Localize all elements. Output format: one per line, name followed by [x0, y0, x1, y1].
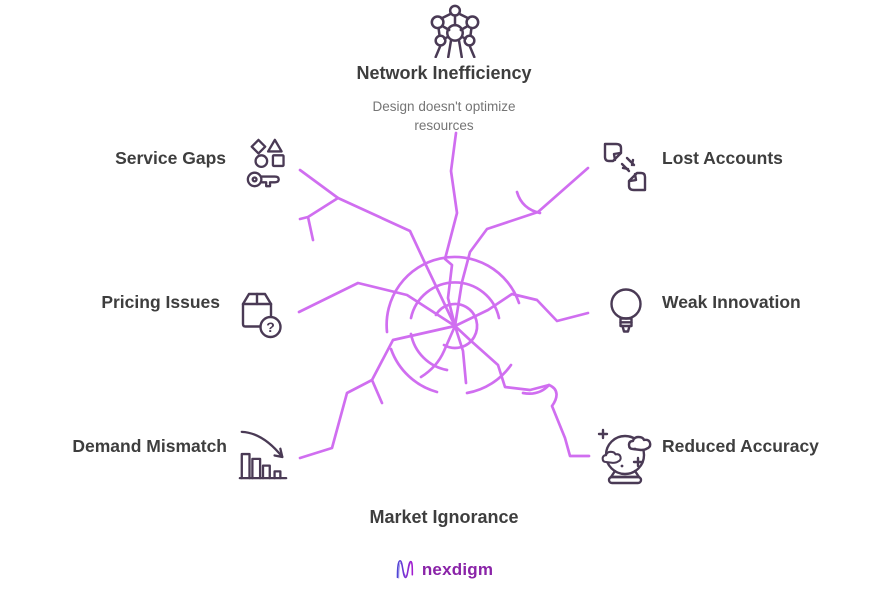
web-spoke-upper-right-barb	[515, 190, 542, 215]
web-spoke-upper-left	[298, 168, 457, 328]
web-spoke-lower-right	[453, 324, 591, 458]
node-label-pricing-issues: Pricing Issues	[101, 292, 220, 312]
crystal-ball-icon	[594, 423, 656, 492]
web-spoke-lower-right-hook	[521, 383, 551, 395]
top-node-subtitle: Design doesn't optimize resources	[372, 99, 516, 133]
web-spoke-right	[453, 292, 590, 328]
declining-chart-icon	[236, 427, 290, 488]
shapes-key-icon	[244, 136, 298, 197]
web-spoke-lower-left	[298, 324, 457, 460]
web-spoke-lower-left-prong	[370, 378, 384, 405]
top-node-title: Network Inefficiency	[356, 63, 532, 83]
web-arc-outer-top	[385, 255, 521, 334]
web-spoke-left	[297, 281, 457, 328]
node-label-reduced-accuracy: Reduced Accuracy	[662, 436, 819, 456]
web-arc-inner	[434, 302, 479, 350]
web-spoke-upper-right	[453, 166, 590, 328]
web-arc-mid-top	[409, 281, 501, 320]
node-label-service-gaps: Service Gaps	[115, 148, 226, 168]
nexdigm-mark-icon	[396, 559, 414, 579]
brand-name: nexdigm	[421, 559, 494, 579]
web-spoke-upper-left-prong	[298, 196, 340, 242]
web-arc-outer-lower-left	[389, 347, 439, 394]
web-spoke-bottom-a	[419, 324, 457, 379]
lightbulb-icon	[604, 285, 648, 346]
node-label-lost-accounts: Lost Accounts	[662, 148, 783, 168]
web-spoke-top	[443, 131, 459, 328]
package-question-icon: ?	[234, 285, 290, 346]
web-arc-mid-lower-left	[409, 332, 449, 372]
bottom-node-title: Market Ignorance	[369, 507, 519, 527]
web-spoke-bottom-b	[453, 324, 468, 385]
svg-text:?: ?	[266, 319, 275, 335]
web-arc-outer-lower-right	[465, 363, 513, 395]
node-label-demand-mismatch: Demand Mismatch	[72, 436, 227, 456]
broken-files-icon	[597, 139, 653, 200]
node-label-weak-innovation: Weak Innovation	[662, 292, 801, 312]
network-icon	[423, 2, 487, 63]
brand-logo: nexdigm	[395, 556, 493, 583]
